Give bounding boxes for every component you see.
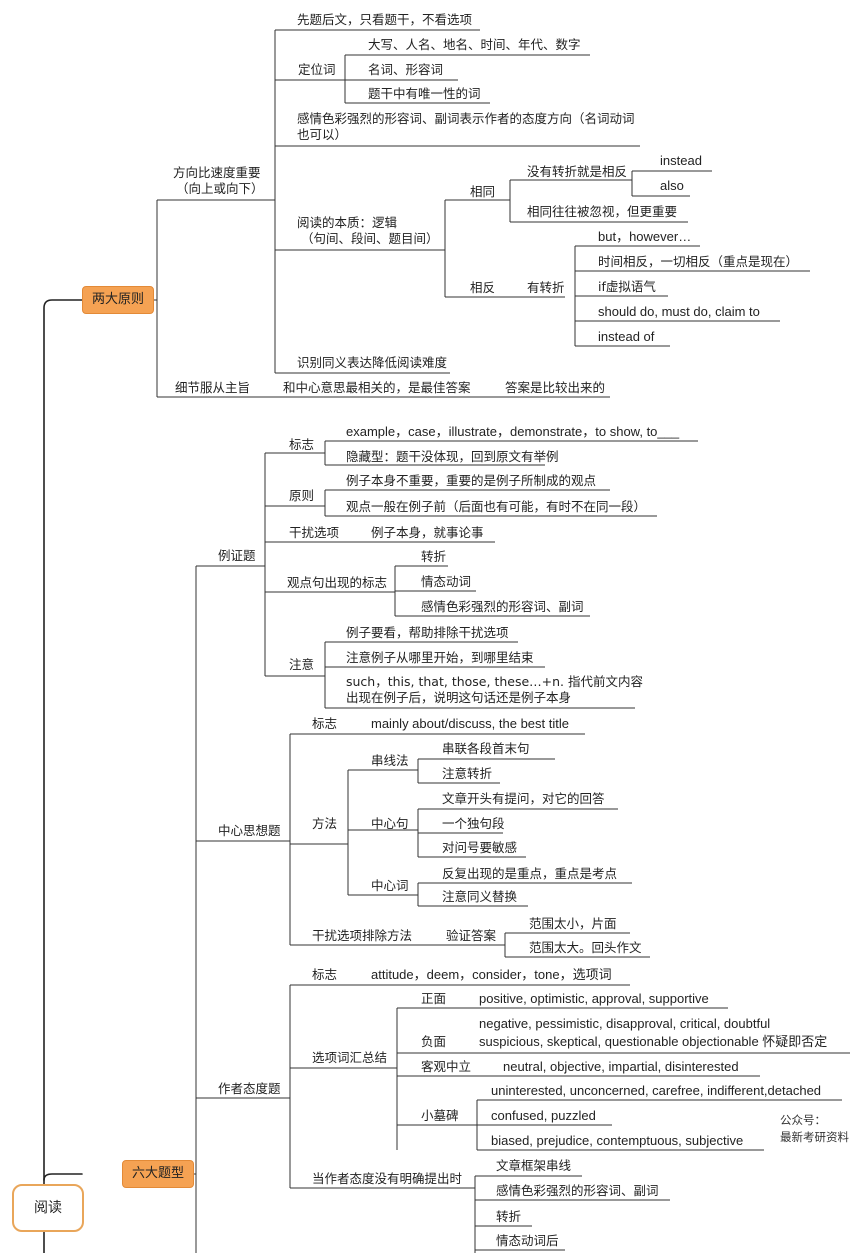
example-principle-item-1[interactable]: 例子本身不重要，重要的是例子所制成的观点 xyxy=(346,473,597,488)
option-neutral-label[interactable]: 客观中立 xyxy=(421,1059,472,1074)
node-same-ignored[interactable]: 相同往往被忽视，但更重要 xyxy=(527,204,678,219)
node-answer-compared[interactable]: 答案是比较出来的 xyxy=(505,380,606,395)
node-same[interactable]: 相同 xyxy=(470,184,496,199)
root-node[interactable]: 阅读 xyxy=(12,1184,84,1232)
option-negative-label[interactable]: 负面 xyxy=(421,1034,447,1049)
node-emotional-words-1[interactable]: 感情色彩强烈的形容词、副词表示作者的态度方向（名词动词 xyxy=(297,111,635,126)
viewpoint-item-2[interactable]: 情态动词 xyxy=(421,574,472,589)
example-principle[interactable]: 原则 xyxy=(289,488,315,503)
thread-item-2[interactable]: 注意转折 xyxy=(442,766,493,781)
example-distractor[interactable]: 干扰选项 xyxy=(289,525,340,540)
option-tombstone-label[interactable]: 小墓碑 xyxy=(421,1108,459,1123)
watermark-line-2: 最新考研资料 xyxy=(780,1130,849,1144)
word-instead[interactable]: instead xyxy=(660,153,702,168)
tombstone-item-1[interactable]: uninterested, unconcerned, carefree, ind… xyxy=(491,1083,822,1098)
note-item-2[interactable]: 注意例子从哪里开始，到哪里结束 xyxy=(346,650,534,665)
node-reading-essence[interactable]: 阅读的本质：逻辑 xyxy=(297,215,398,230)
node-has-turn[interactable]: 有转折 xyxy=(527,280,565,295)
implicit-item-3[interactable]: 转折 xyxy=(496,1209,522,1224)
main-idea-method[interactable]: 方法 xyxy=(312,816,338,831)
node-attitude-question[interactable]: 作者态度题 xyxy=(218,1081,281,1096)
central-sentence-item-2[interactable]: 一个独句段 xyxy=(442,816,505,831)
method-central-sentence[interactable]: 中心句 xyxy=(371,816,409,831)
node-detail-serves-theme[interactable]: 细节服从主旨 xyxy=(175,380,251,395)
note-item-3b: 出现在例子后，说明这句话还是例子本身 xyxy=(346,690,572,705)
watermark-line-1: 公众号： xyxy=(780,1113,826,1127)
main-idea-sign-item[interactable]: mainly about/discuss, the best title xyxy=(371,716,569,731)
example-principle-item-2[interactable]: 观点一般在例子前（后面也有可能，有时不在同一段） xyxy=(346,499,647,514)
example-sign-item-1[interactable]: example，case，illustrate，demonstrate，to s… xyxy=(346,424,680,439)
thread-item-1[interactable]: 串联各段首末句 xyxy=(442,741,530,756)
node-synonym-recognition[interactable]: 识别同义表达降低阅读难度 xyxy=(297,355,448,370)
attitude-sign[interactable]: 标志 xyxy=(312,967,338,982)
implicit-item-1[interactable]: 文章框架串线 xyxy=(496,1158,572,1173)
main-idea-sign[interactable]: 标志 xyxy=(312,716,338,731)
option-negative-line-1[interactable]: negative, pessimistic, disapproval, crit… xyxy=(479,1016,771,1031)
node-most-relevant-answer[interactable]: 和中心意思最相关的，是最佳答案 xyxy=(283,380,471,395)
option-negative-line-2: suspicious, skeptical, questionable obje… xyxy=(479,1034,828,1049)
method-central-word[interactable]: 中心词 xyxy=(371,878,409,893)
branch-six-question-types[interactable]: 六大题型 xyxy=(122,1160,194,1188)
central-sentence-item-3[interactable]: 对问号要敏感 xyxy=(442,840,518,855)
opposite-item-4[interactable]: should do, must do, claim to xyxy=(598,304,760,319)
node-main-idea-question[interactable]: 中心思想题 xyxy=(218,823,281,838)
option-positive-label[interactable]: 正面 xyxy=(421,991,447,1006)
node-no-turn-opposite[interactable]: 没有转折就是相反 xyxy=(527,164,628,179)
node-reading-essence-sub: （句间、段间、题目间） xyxy=(301,231,439,246)
tombstone-item-3[interactable]: biased, prejudice, contemptuous, subject… xyxy=(491,1133,744,1148)
implicit-item-4[interactable]: 情态动词后 xyxy=(496,1233,559,1248)
method-thread[interactable]: 串线法 xyxy=(371,753,409,768)
example-viewpoint-sign[interactable]: 观点句出现的标志 xyxy=(287,575,388,590)
implicit-item-2[interactable]: 感情色彩强烈的形容词、副词 xyxy=(496,1183,659,1198)
node-direction-over-speed-sub: （向上或向下） xyxy=(176,181,264,196)
example-sign[interactable]: 标志 xyxy=(289,437,315,452)
viewpoint-item-1[interactable]: 转折 xyxy=(421,549,447,564)
node-locator-words[interactable]: 定位词 xyxy=(298,62,336,77)
example-sign-item-2[interactable]: 隐藏型：题干没体现，回到原文有举例 xyxy=(346,449,559,464)
node-emotional-words-2: 也可以） xyxy=(297,127,348,142)
central-word-item-1[interactable]: 反复出现的是重点，重点是考点 xyxy=(442,866,618,881)
opposite-item-2[interactable]: 时间相反，一切相反（重点是现在） xyxy=(598,254,799,269)
opposite-item-5[interactable]: instead of xyxy=(598,329,655,344)
tombstone-item-2[interactable]: confused, puzzled xyxy=(491,1108,596,1123)
central-sentence-item-1[interactable]: 文章开头有提问，对它的回答 xyxy=(442,791,605,806)
locator-item-3[interactable]: 题干中有唯一性的词 xyxy=(368,86,481,101)
attitude-option-words[interactable]: 选项词汇总结 xyxy=(312,1050,388,1065)
opposite-item-1[interactable]: but，however… xyxy=(598,229,692,244)
locator-item-2[interactable]: 名词、形容词 xyxy=(368,62,444,77)
node-example-question[interactable]: 例证题 xyxy=(218,548,256,563)
main-idea-distractor[interactable]: 干扰选项排除方法 xyxy=(312,928,413,943)
node-opposite[interactable]: 相反 xyxy=(470,280,496,295)
note-item-3a[interactable]: such，this, that, those, these…+n. 指代前文内容 xyxy=(346,674,643,689)
main-idea-verify[interactable]: 验证答案 xyxy=(446,928,497,943)
locator-item-1[interactable]: 大写、人名、地名、时间、年代、数字 xyxy=(368,37,581,52)
example-distractor-item[interactable]: 例子本身，就事论事 xyxy=(371,525,484,540)
central-word-item-2[interactable]: 注意同义替换 xyxy=(442,889,518,904)
branch-two-principles[interactable]: 两大原则 xyxy=(82,286,154,314)
node-question-first[interactable]: 先题后文，只看题干，不看选项 xyxy=(297,12,473,27)
verify-item-1[interactable]: 范围太小，片面 xyxy=(529,916,617,931)
viewpoint-item-3[interactable]: 感情色彩强烈的形容词、副词 xyxy=(421,599,584,614)
verify-item-2[interactable]: 范围太大。回头作文 xyxy=(529,940,642,955)
note-item-1[interactable]: 例子要看，帮助排除干扰选项 xyxy=(346,625,509,640)
option-positive-item[interactable]: positive, optimistic, approval, supporti… xyxy=(479,991,709,1006)
attitude-sign-item[interactable]: attitude，deem，consider，tone，选项词 xyxy=(371,967,612,982)
option-neutral-item[interactable]: neutral, objective, impartial, disintere… xyxy=(503,1059,739,1074)
attitude-implicit[interactable]: 当作者态度没有明确提出时 xyxy=(312,1171,463,1186)
word-also[interactable]: also xyxy=(660,178,684,193)
opposite-item-3[interactable]: if虚拟语气 xyxy=(598,279,656,294)
node-direction-over-speed[interactable]: 方向比速度重要 xyxy=(173,165,261,180)
example-note[interactable]: 注意 xyxy=(289,657,315,672)
